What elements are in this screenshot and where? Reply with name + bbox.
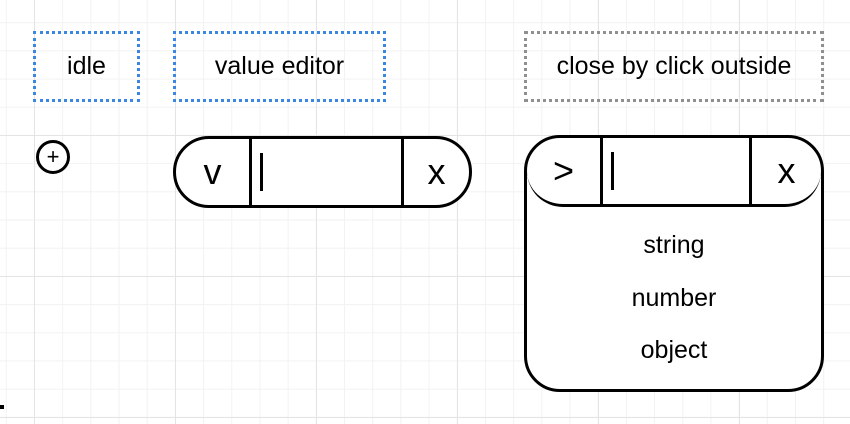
type-toggle-label-open: > — [552, 150, 575, 191]
option-object[interactable]: object — [640, 336, 708, 364]
value-editor-caption: value editor — [173, 31, 386, 102]
type-options-list: string number object — [527, 207, 821, 389]
clear-button[interactable]: x — [404, 139, 469, 205]
clear-label-open: x — [777, 150, 796, 191]
clear-label: x — [427, 151, 446, 192]
type-toggle-label: v — [203, 151, 222, 192]
plus-icon: + — [46, 144, 60, 169]
add-button[interactable]: + — [36, 140, 70, 174]
option-string[interactable]: string — [643, 231, 705, 259]
type-toggle-button[interactable]: v — [176, 139, 252, 205]
type-toggle-button-open[interactable]: > — [527, 138, 603, 204]
value-editor: v x — [173, 136, 472, 208]
text-caret — [260, 153, 263, 191]
close-outside-caption: close by click outside — [524, 31, 824, 102]
close-outside-caption-label: close by click outside — [556, 52, 792, 80]
dropdown-header: > x — [527, 138, 821, 207]
option-number[interactable]: number — [631, 284, 717, 312]
text-caret-open — [611, 152, 614, 190]
value-editor-caption-label: value editor — [214, 52, 345, 80]
clear-button-open[interactable]: x — [752, 138, 821, 204]
value-input[interactable] — [252, 139, 404, 205]
stray-dot — [0, 405, 4, 409]
idle-caption-label: idle — [67, 52, 106, 80]
type-dropdown: > x string number object — [524, 135, 824, 392]
value-input-open[interactable] — [603, 138, 752, 204]
idle-caption: idle — [33, 31, 140, 102]
